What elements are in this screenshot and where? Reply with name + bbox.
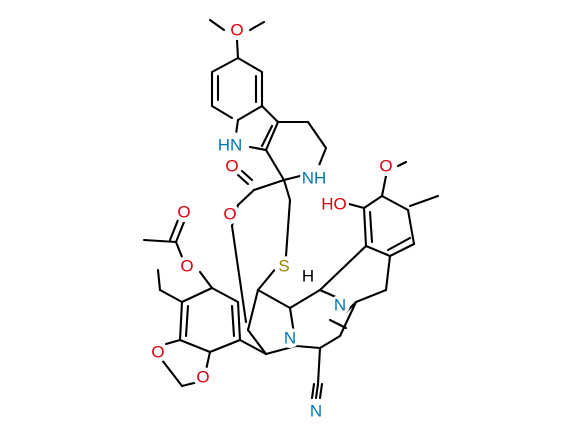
piperidine-nh: NH (300, 164, 328, 192)
methoxy-top-oxygen: O (227, 20, 247, 40)
carbonyl-oxygen: O (222, 156, 242, 176)
dioxole-oxygen-top-label: O (151, 343, 164, 362)
methoxy-right-oxygen: O (376, 156, 396, 176)
acetate-oxygen: O (177, 256, 197, 276)
methoxy-top-oxygen-label: O (230, 21, 243, 40)
stereo-hydrogen-label: H (302, 267, 314, 286)
dioxole-oxygen-top: O (148, 342, 168, 362)
indole-nh-label: HN (218, 136, 243, 155)
ester-oxygen-label: O (223, 205, 236, 224)
sulfur-label: S (278, 257, 289, 276)
stereo-hydrogen: H (299, 267, 317, 286)
dioxole-oxygen-bottom: O (193, 367, 213, 387)
indole-nh: HN (216, 131, 244, 159)
ester-oxygen: O (220, 204, 240, 224)
bridge-nitrogen-label: N (334, 296, 346, 315)
hydroxyl: HO (319, 189, 349, 219)
atom-labels: O HN O O NH HO O O (148, 20, 396, 421)
acetyl-carbonyl-oxygen: O (174, 202, 194, 222)
nitrile-nitrogen-label: N (310, 402, 322, 421)
carbonyl-oxygen-label: O (225, 157, 238, 176)
acetate-oxygen-label: O (180, 257, 193, 276)
central-nitrogen-label: N (284, 329, 296, 348)
central-nitrogen: N (280, 328, 300, 348)
hydroxyl-label: HO (321, 195, 347, 214)
nitrile-nitrogen: N (306, 401, 326, 421)
bond-lines (142, 18, 440, 400)
sulfur: S (274, 256, 294, 276)
bridge-nitrogen: N (330, 295, 350, 315)
methoxy-right-oxygen-label: O (379, 157, 392, 176)
acetyl-carbonyl-oxygen-label: O (177, 203, 190, 222)
dioxole-oxygen-bottom-label: O (196, 368, 209, 387)
piperidine-nh-label: NH (302, 169, 327, 188)
